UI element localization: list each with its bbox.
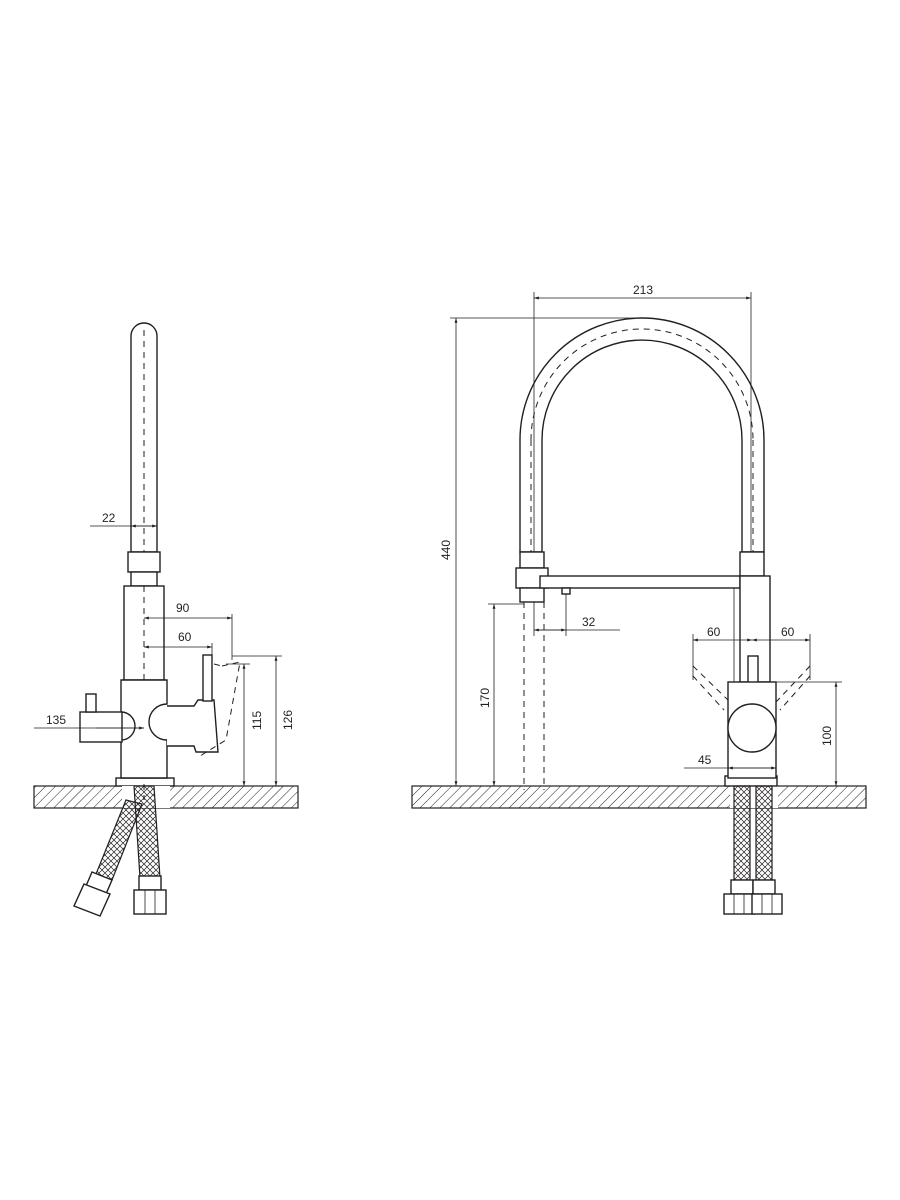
right-body-collar	[739, 551, 765, 577]
dim-base-diameter: 45	[698, 753, 712, 767]
dim-aerator-offset: 32	[582, 615, 596, 629]
dim-lever-reach-open: 90	[176, 601, 190, 615]
dim-lever-top-height: 126	[281, 710, 295, 730]
dim-spout-diameter: 22	[102, 511, 116, 525]
dim-filter-knob-offset: 135	[46, 713, 66, 727]
dim-body-height: 100	[820, 726, 834, 746]
countertop-right	[411, 785, 867, 809]
dim-lever-swing-left: 60	[707, 625, 721, 639]
dim-lever-reach: 60	[178, 630, 192, 644]
side-lever	[167, 699, 219, 753]
front-arched-spout	[519, 317, 765, 553]
dim-lever-base-height: 115	[250, 711, 264, 730]
base-plate	[115, 777, 175, 787]
filter-knob	[79, 711, 123, 743]
dim-lever-swing-right: 60	[781, 625, 795, 639]
side-view: 22 90 60 135 115 126	[33, 322, 299, 917]
dim-spout-outlet-height: 170	[478, 688, 492, 708]
side-lower-body	[120, 679, 168, 779]
side-spout-collar	[127, 551, 161, 573]
spout-holder-arm	[539, 575, 741, 589]
front-lever-hub	[727, 703, 777, 753]
dim-total-height: 440	[439, 540, 453, 560]
dim-spout-width: 213	[633, 283, 653, 297]
front-hoses	[723, 785, 783, 915]
side-hoses	[73, 785, 167, 917]
side-spout-tube	[130, 322, 158, 553]
spray-head-collar	[519, 551, 545, 569]
front-view: 213 440 170 32 60 60 100 45	[411, 283, 867, 915]
